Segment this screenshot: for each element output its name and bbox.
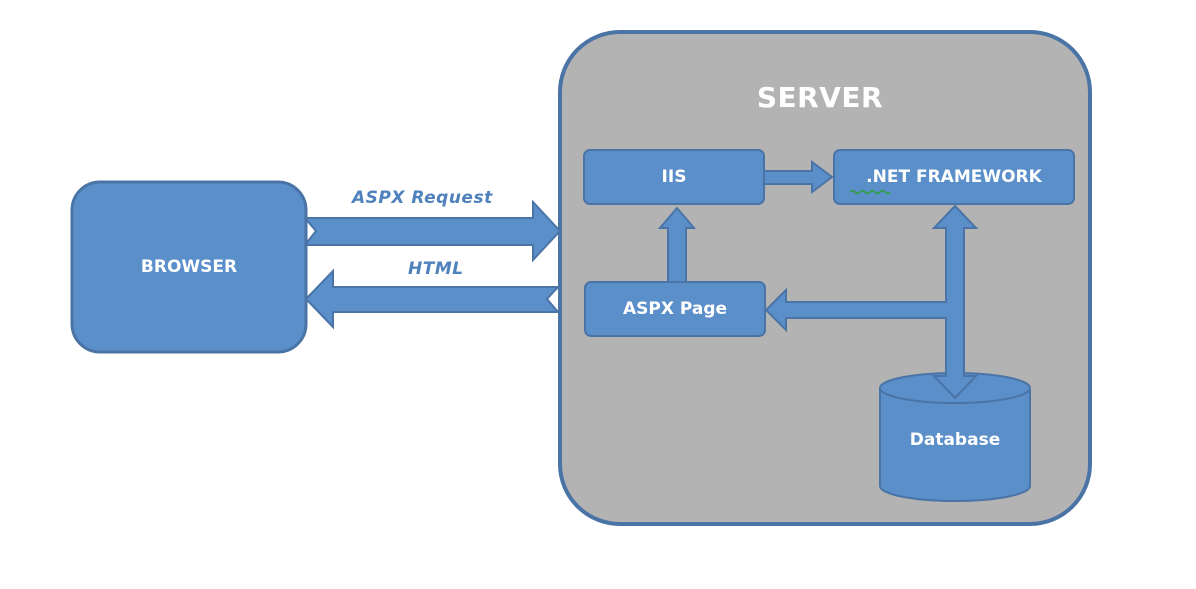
dotnet-database-connector-arrow xyxy=(764,204,979,400)
database-label: Database xyxy=(909,430,1001,450)
browser-label: BROWSER xyxy=(140,257,238,277)
dotnet-framework-box xyxy=(833,149,1075,205)
server-title: SERVER xyxy=(756,80,884,114)
browser-box xyxy=(70,180,308,354)
aspx-page-box xyxy=(584,281,766,337)
aspx-page-label: ASPX Page xyxy=(622,299,728,319)
iis-to-dotnet-arrow xyxy=(763,160,834,194)
spellcheck-underline-icon xyxy=(850,189,891,195)
aspx-to-iis-arrow xyxy=(657,206,697,283)
aspx-request-arrow xyxy=(302,199,562,263)
html-response-label: HTML xyxy=(408,259,464,279)
html-response-arrow xyxy=(304,268,561,330)
iis-label: IIS xyxy=(661,167,687,187)
dotnet-framework-label: .NET FRAMEWORK xyxy=(866,167,1042,187)
aspx-request-label: ASPX Request xyxy=(352,188,493,208)
